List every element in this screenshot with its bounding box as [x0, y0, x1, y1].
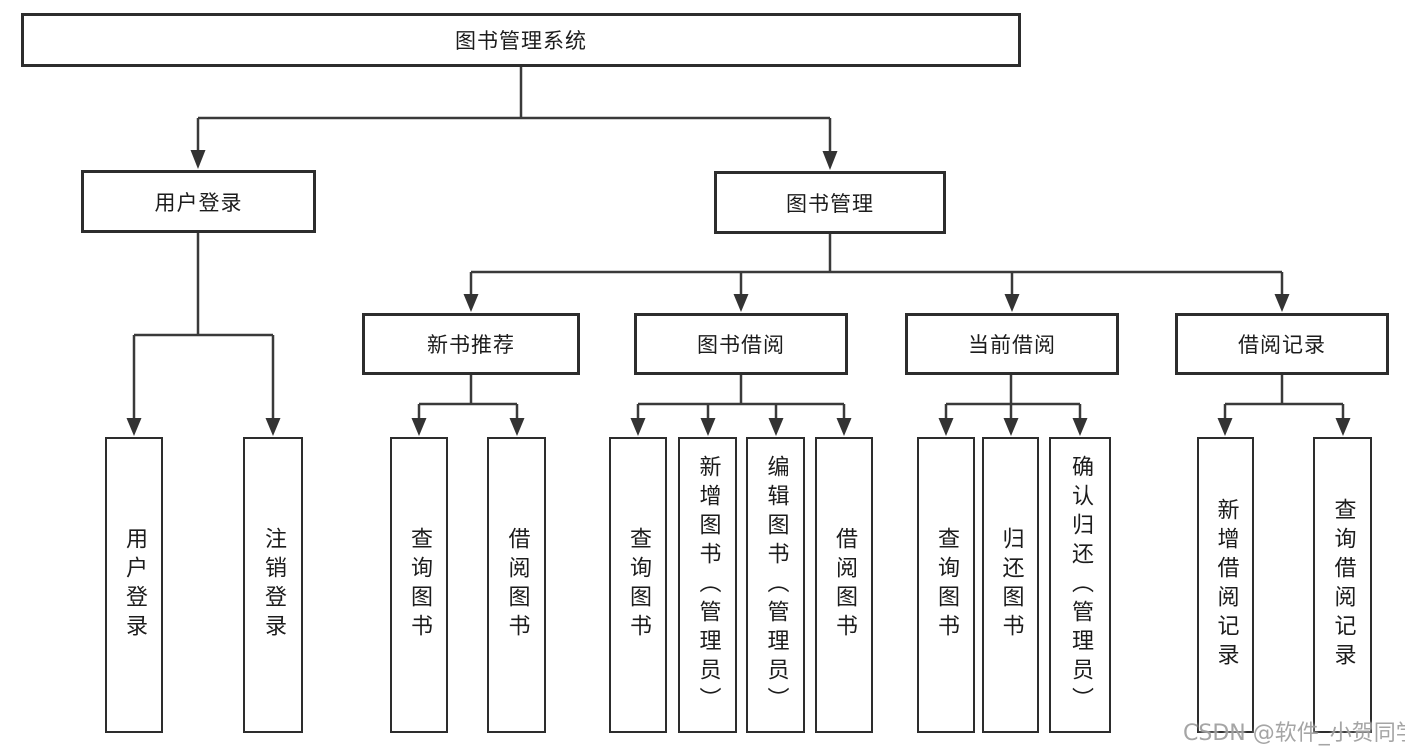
- leaf-label: 查询借阅记录: [1330, 498, 1356, 672]
- edge-borrow-to-leaves: [630, 375, 852, 436]
- node-borrow-records: 借阅记录: [1175, 313, 1389, 375]
- watermark: CSDN @软件_小贺同学: [1183, 721, 1405, 746]
- node-label: 借阅记录: [1238, 333, 1326, 357]
- leaf-label: 查询图书: [407, 527, 432, 643]
- node-user-login: 用户登录: [81, 170, 316, 233]
- leaf-query-borrow-record: 查询借阅记录: [1313, 437, 1372, 733]
- leaf-query-books-current: 查询图书: [917, 437, 975, 733]
- leaf-edit-book-admin: 编辑图书（管理员）: [746, 437, 805, 733]
- edge-userlogin-to-leaves: [126, 233, 281, 436]
- node-new-book-recommend: 新书推荐: [362, 313, 580, 375]
- leaf-label: 编辑图书（管理员）: [763, 454, 789, 716]
- node-label: 图书管理: [786, 191, 874, 216]
- leaf-return-book: 归还图书: [982, 437, 1039, 733]
- leaf-query-books-recommend: 查询图书: [390, 437, 448, 733]
- leaf-borrow-books: 借阅图书: [815, 437, 873, 733]
- node-label: 图书管理系统: [455, 29, 587, 53]
- leaf-label: 新增图书（管理员）: [695, 454, 721, 716]
- edge-current-to-leaves: [938, 375, 1088, 436]
- leaf-logout: 注销登录: [243, 437, 303, 733]
- edge-root-to-level2: [190, 67, 838, 170]
- node-label: 图书借阅: [697, 333, 785, 357]
- leaf-label: 用户登录: [122, 527, 147, 643]
- node-current-borrowing: 当前借阅: [905, 313, 1119, 375]
- leaf-confirm-return-admin: 确认归还（管理员）: [1049, 437, 1111, 733]
- leaf-label: 注销登录: [261, 527, 286, 643]
- leaf-label: 确认归还（管理员）: [1068, 454, 1093, 716]
- leaf-label: 查询图书: [934, 527, 959, 643]
- edge-bookmgmt-to-level3: [463, 234, 1290, 312]
- leaf-add-book-admin: 新增图书（管理员）: [678, 437, 737, 733]
- node-book-borrowing: 图书借阅: [634, 313, 848, 375]
- node-book-management: 图书管理: [714, 171, 946, 234]
- edge-records-to-leaves: [1217, 375, 1351, 436]
- leaf-label: 新增借阅记录: [1213, 498, 1239, 672]
- leaf-label: 归还图书: [998, 527, 1024, 643]
- node-label: 新书推荐: [427, 333, 515, 357]
- node-label: 用户登录: [154, 190, 243, 215]
- node-library-system: 图书管理系统: [21, 13, 1021, 67]
- leaf-borrow-books-recommend: 借阅图书: [487, 437, 546, 733]
- leaf-user-login: 用户登录: [105, 437, 163, 733]
- leaf-label: 借阅图书: [832, 527, 857, 643]
- node-label: 当前借阅: [968, 333, 1056, 357]
- leaf-add-borrow-record: 新增借阅记录: [1197, 437, 1254, 733]
- edge-newbook-to-leaves: [411, 375, 525, 436]
- leaf-label: 查询图书: [626, 527, 651, 643]
- leaf-query-books-borrow: 查询图书: [609, 437, 667, 733]
- leaf-label: 借阅图书: [504, 527, 530, 643]
